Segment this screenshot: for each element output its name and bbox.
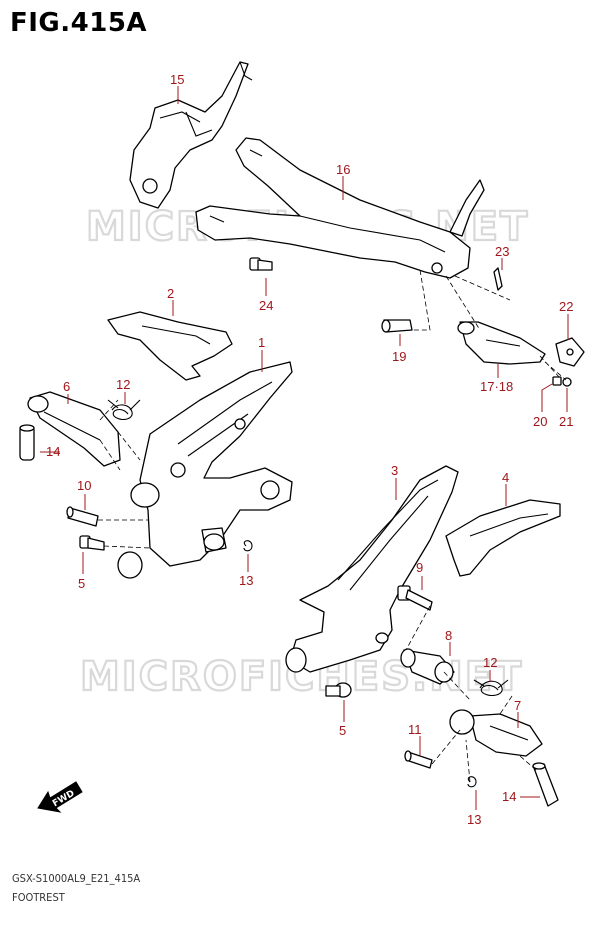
callout-5-right: 5 <box>339 723 346 738</box>
part-17-18-rear-footpeg[interactable] <box>457 321 546 365</box>
part-24-bolt[interactable] <box>249 257 273 271</box>
part-12-spring-right[interactable] <box>473 679 509 697</box>
callout-13-left: 13 <box>239 573 253 588</box>
callout-22: 22 <box>559 299 573 314</box>
callout-11: 11 <box>408 722 422 737</box>
callout-10: 10 <box>77 478 91 493</box>
part-10-pin-left[interactable] <box>66 506 99 527</box>
callout-19: 19 <box>392 349 406 364</box>
model-code: GSX-S1000AL9_E21_415A <box>12 872 141 885</box>
leader-lines <box>40 86 569 810</box>
part-3-bracket[interactable] <box>285 465 459 673</box>
part-2-front-heel-guard[interactable] <box>107 311 233 381</box>
part-15-heel-guard[interactable] <box>129 61 253 209</box>
part-7-right-footpeg[interactable] <box>449 709 543 757</box>
part-11-pin[interactable] <box>404 750 433 769</box>
callout-1: 1 <box>258 335 265 350</box>
part-19-pin[interactable] <box>381 319 413 333</box>
part-23-cotter-pin[interactable] <box>493 267 503 291</box>
callout-14-right: 14 <box>502 789 516 804</box>
part-20-spring[interactable] <box>552 376 562 386</box>
callout-17-18: 17·18 <box>480 379 513 394</box>
part-13-clip-right[interactable] <box>467 776 477 788</box>
callout-6: 6 <box>63 379 70 394</box>
callout-23: 23 <box>495 244 509 259</box>
part-16-rear-bracket[interactable] <box>195 137 485 279</box>
part-14-rubber-left[interactable] <box>19 424 35 461</box>
part-6-front-footpeg[interactable] <box>27 391 121 467</box>
callout-3: 3 <box>391 463 398 478</box>
part-5-bolt-left[interactable] <box>79 535 105 551</box>
callout-20: 20 <box>533 414 547 429</box>
assembly-lines <box>98 269 567 783</box>
callout-7: 7 <box>514 698 521 713</box>
part-12-spring-left[interactable] <box>107 399 141 421</box>
callout-16: 16 <box>336 162 350 177</box>
part-4-heel-guard[interactable] <box>445 499 561 577</box>
part-14-rubber-right[interactable] <box>532 762 559 807</box>
callout-4: 4 <box>502 470 509 485</box>
part-5-bolt-right[interactable] <box>325 682 352 698</box>
callout-9: 9 <box>416 560 423 575</box>
callout-12-right: 12 <box>483 655 497 670</box>
part-13-clip-left[interactable] <box>243 540 253 552</box>
callout-14-left: 14 <box>46 444 60 459</box>
part-21-ball[interactable] <box>562 377 572 387</box>
part-22-plate[interactable] <box>555 337 585 367</box>
callout-8: 8 <box>445 628 452 643</box>
callout-15: 15 <box>170 72 184 87</box>
figure-title: FIG.415A <box>10 8 148 38</box>
callout-2: 2 <box>167 286 174 301</box>
part-9-bolt[interactable] <box>397 585 433 611</box>
callout-24: 24 <box>259 298 273 313</box>
callout-13-right: 13 <box>467 812 481 827</box>
fwd-arrow-icon: FWD <box>37 781 83 813</box>
callout-21: 21 <box>559 414 573 429</box>
section-name: FOOTREST <box>12 891 65 904</box>
callout-12-left: 12 <box>116 377 130 392</box>
callout-5-left: 5 <box>78 576 85 591</box>
part-1-front-bracket[interactable] <box>117 361 293 579</box>
